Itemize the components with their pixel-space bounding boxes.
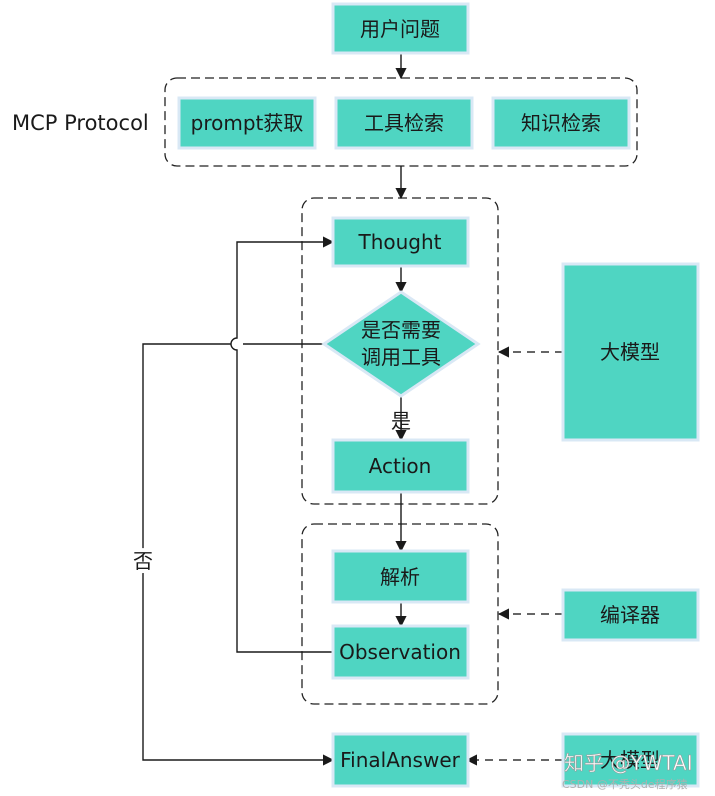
knowledge-search-node: 知识检索 [491, 96, 631, 150]
prompt-fetch-text: prompt获取 [191, 111, 304, 135]
observation-node: Observation [331, 624, 470, 680]
no-label: 否 [133, 549, 153, 573]
user-question-text: 用户问题 [360, 17, 440, 41]
compiler-text: 编译器 [600, 603, 660, 627]
llm-text: 大模型 [600, 340, 660, 364]
action-node: Action [331, 438, 470, 494]
decision-text-line2: 调用工具 [361, 345, 441, 369]
watermark-main: 知乎 @YWTAI [564, 751, 693, 775]
mcp-protocol-label: MCP Protocol [12, 111, 149, 135]
parse-text: 解析 [380, 565, 420, 589]
edge-decision-no-to-final [142, 343, 333, 760]
llm-bottom-node: 大模型 [561, 732, 700, 788]
edge-observation-to-thought [230, 236, 335, 653]
user-question-node: 用户问题 [331, 2, 470, 55]
yes-label: 是 [391, 409, 411, 433]
watermark-sub: CSDN @不秃头de程序猿 [562, 777, 688, 791]
prompt-fetch-node: prompt获取 [177, 96, 317, 150]
thought-text: Thought [357, 230, 441, 254]
parse-node: 解析 [331, 549, 470, 604]
knowledge-search-text: 知识检索 [521, 111, 601, 135]
action-text: Action [369, 454, 432, 478]
tool-search-text: 工具检索 [364, 111, 444, 135]
decision-node: 是否需要 调用工具 [321, 290, 481, 398]
compiler-node: 编译器 [561, 588, 700, 642]
observation-text: Observation [339, 640, 461, 664]
final-answer-node: FinalAnswer [331, 732, 470, 788]
llm-bottom-text: 大模型 [600, 748, 660, 772]
decision-text-line1: 是否需要 [361, 318, 441, 342]
tool-search-node: 工具检索 [334, 96, 474, 150]
llm-node: 大模型 [561, 262, 700, 442]
final-answer-text: FinalAnswer [340, 748, 461, 772]
thought-node: Thought [331, 216, 470, 268]
